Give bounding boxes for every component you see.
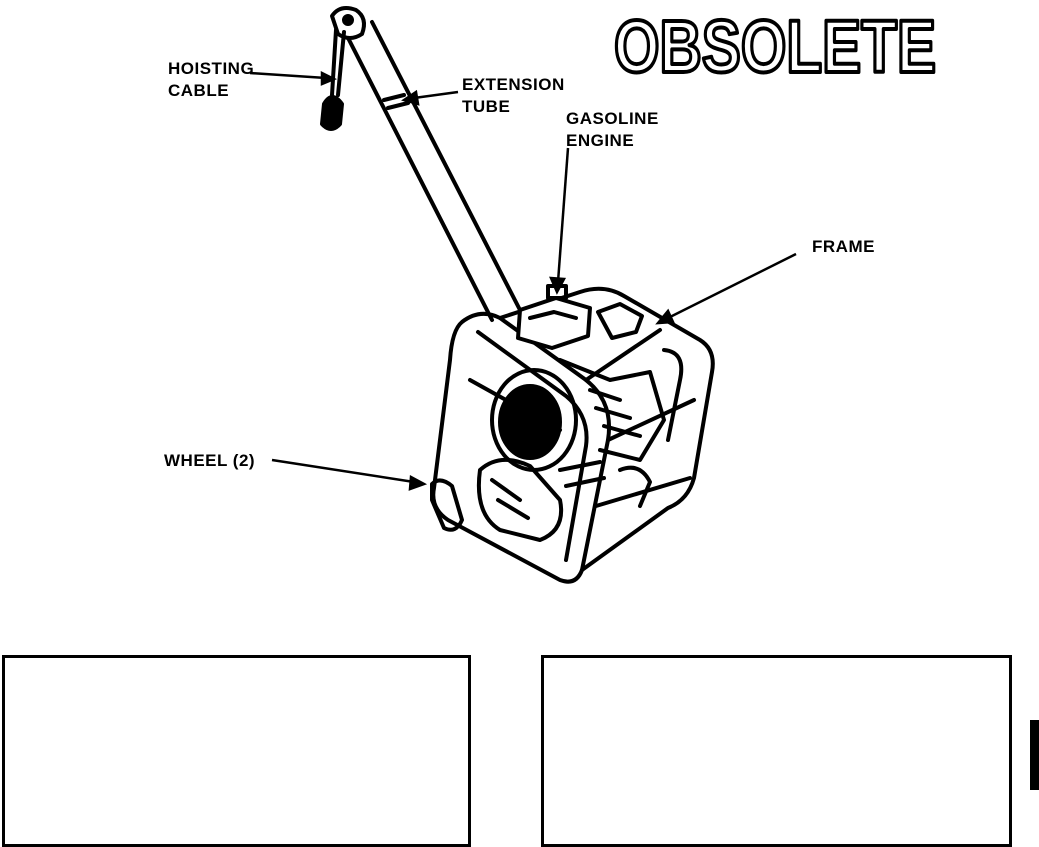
extension-tube-drawing xyxy=(342,20,522,322)
gasoline-engine-leader xyxy=(549,147,570,295)
hoisting-cable-leader xyxy=(249,70,338,86)
label-frame: FRAME xyxy=(812,237,875,256)
label-extension-tube: EXTENSION TUBE xyxy=(462,75,565,116)
frame-drawing xyxy=(431,286,715,584)
label-wheel: WHEEL (2) xyxy=(164,451,256,470)
wheel-drawing xyxy=(430,368,578,532)
gasoline-engine-drawing xyxy=(476,284,666,542)
frame-leader xyxy=(655,252,797,325)
empty-box-right xyxy=(541,655,1012,847)
empty-box-left xyxy=(2,655,471,847)
obsolete-stamp-text: OBSOLETE xyxy=(614,10,936,80)
label-gasoline-engine: GASOLINE ENGINE xyxy=(566,109,659,150)
extension-tube-leader xyxy=(401,89,459,106)
hoisting-cable-drawing xyxy=(320,6,366,131)
change-bar xyxy=(1030,720,1039,790)
obsolete-stamp: OBSOLETE xyxy=(612,10,938,80)
label-hoisting-cable: HOISTING CABLE xyxy=(168,59,255,100)
wheel-leader xyxy=(271,458,428,491)
equipment-illustration xyxy=(249,6,797,584)
